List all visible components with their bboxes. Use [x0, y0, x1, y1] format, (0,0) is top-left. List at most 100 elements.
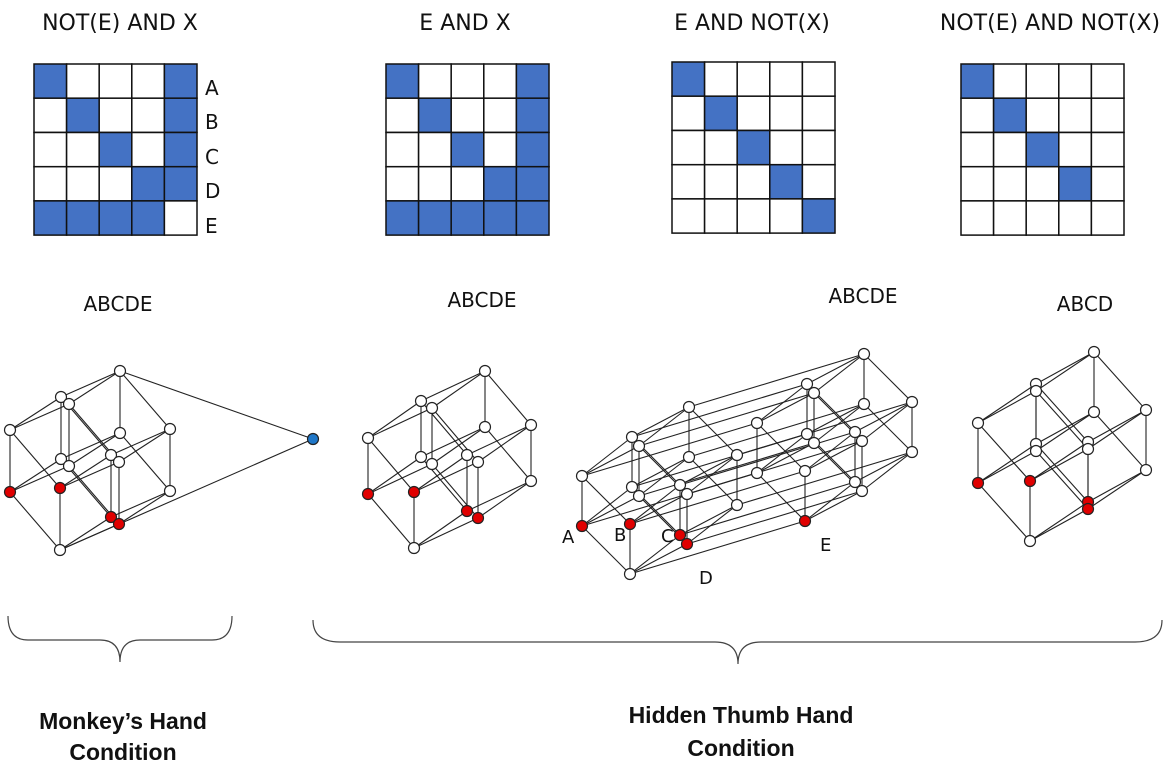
lattice-3-edge [863, 403, 913, 453]
lattice-3-node [855, 484, 869, 498]
matrix-2-cell-r4c5 [515, 165, 550, 202]
lattice-3-edge [638, 406, 690, 447]
lattice-3-edge [806, 353, 865, 385]
lattice-2-node [425, 401, 439, 415]
lattice-3-node [857, 347, 871, 361]
lattice-4-edge [1087, 469, 1147, 503]
lattice-1-node [54, 452, 68, 466]
matrix-4-cell-r2c5 [1090, 97, 1125, 134]
matrix-3-cell-r2c5 [801, 95, 836, 132]
matrix-4-cell-r1c5 [1090, 63, 1125, 99]
matrix-2-cell-r5c2 [417, 200, 452, 236]
lattice-3-node [623, 517, 637, 531]
lattice-1-edge [118, 428, 171, 463]
lattice-2-node [414, 450, 428, 464]
matrix-3-cell-r4c5 [801, 163, 836, 200]
lattice-2-node [471, 511, 485, 525]
lattice-3-edge [631, 456, 690, 488]
lattice-3-node [750, 466, 764, 480]
matrix-3-cell-r3c1 [671, 129, 706, 166]
node-label-a: A [562, 527, 575, 548]
matrix-4-cell-r1c2 [992, 63, 1027, 99]
lattice-3-edge [863, 353, 913, 403]
matrix-2-cell-r3c4 [483, 131, 518, 168]
lattice-3-edge [638, 456, 690, 497]
lattice-2-node [414, 394, 428, 408]
lattice-3-node [680, 537, 694, 551]
matrix-2-cell-r4c1 [385, 165, 420, 202]
matrix-2-cell-r1c2 [417, 63, 452, 99]
matrix-3-cell-r1c2 [703, 61, 738, 97]
matrix-1-cell-r5c4 [131, 200, 166, 236]
matrix-2-cell-r5c4 [483, 200, 518, 236]
matrix-2-cell-r4c4 [483, 165, 518, 202]
lattice-3-edge [806, 403, 865, 435]
matrix-2-cell-r4c3 [450, 165, 485, 202]
matrix-4-cell-r3c3 [1025, 131, 1060, 168]
lattice-3-edge [804, 440, 863, 472]
node-label-c: C [661, 526, 674, 547]
matrix-1-cell-r4c4 [131, 165, 166, 202]
lattice-1-edge [110, 490, 171, 518]
matrix-3-cell-r2c4 [769, 95, 804, 132]
lattice-3-edge [854, 401, 913, 433]
lattice-3-edge [861, 451, 913, 492]
matrix-1-cell-r2c2 [65, 97, 100, 134]
lattice-4-node [1023, 534, 1037, 548]
lattice-3-edge [581, 436, 633, 477]
lattice-1-node [3, 485, 17, 499]
lattice-3-node [848, 425, 862, 439]
lattice-3-node [905, 445, 919, 459]
matrix-2-cell-r2c3 [450, 97, 485, 134]
lattice-2-edge [477, 424, 532, 463]
row-label-c: C [205, 145, 219, 169]
lattice-3-edge [688, 406, 738, 456]
lattice-1-node [62, 397, 76, 411]
matrix-not-e-and-x [33, 63, 198, 236]
lattice-4-edge [1029, 501, 1089, 542]
lattice-4-edge [1093, 351, 1147, 411]
lattice-2-edge [367, 407, 433, 439]
row-label-a: A [205, 76, 219, 100]
matrix-e-and-x [385, 63, 550, 236]
lattice-e-and-not-x [575, 347, 919, 581]
lattice-1-edge [9, 396, 62, 431]
lattice-3-edge [581, 525, 631, 575]
lattice-4-edge [977, 383, 1037, 424]
matrix-2-cell-r5c1 [385, 200, 420, 236]
lattice-4-edge [1035, 411, 1095, 445]
lattice-3-edge [756, 392, 815, 424]
lattice-1-edge [110, 428, 171, 456]
matrix-1-cell-r1c5 [163, 63, 198, 99]
lattice-3-node [575, 519, 589, 533]
lattice-3-edge [629, 470, 806, 525]
lattice-2-node [361, 487, 375, 501]
lattice-3-edge [679, 454, 738, 486]
lattice-3-edge [629, 484, 681, 525]
lattice-1-edge [59, 454, 112, 489]
matrix-3-cell-r4c1 [671, 163, 706, 200]
brace-monkey-hand [7, 615, 233, 663]
matrix-title-3: E AND NOT(X) [674, 11, 830, 36]
lattice-4-node [1029, 444, 1043, 458]
lattice-4-node [1023, 474, 1037, 488]
matrix-1-cell-r1c1 [33, 63, 68, 99]
lattice-4-edge [1035, 351, 1095, 392]
lattice-e-and-x [361, 364, 538, 555]
matrix-4-cell-r3c5 [1090, 131, 1125, 168]
lattice-1-edge [59, 461, 120, 489]
lattice-3-node [905, 395, 919, 409]
lattice-4-node [971, 416, 985, 430]
matrix-3-cell-r5c5 [801, 198, 836, 234]
lattice-4-edge [1035, 383, 1089, 443]
lattice-4-edge [1093, 411, 1147, 471]
lattice-label-1: ABCDE [83, 292, 152, 316]
matrix-2-cell-r3c2 [417, 131, 452, 168]
lattice-3-edge [813, 353, 865, 394]
lattice-3-node [673, 528, 687, 542]
lattice-1-node [3, 423, 17, 437]
matrix-3-cell-r2c1 [671, 95, 706, 132]
matrix-3-cell-r3c4 [769, 129, 804, 166]
matrix-4-cell-r4c3 [1025, 165, 1060, 202]
